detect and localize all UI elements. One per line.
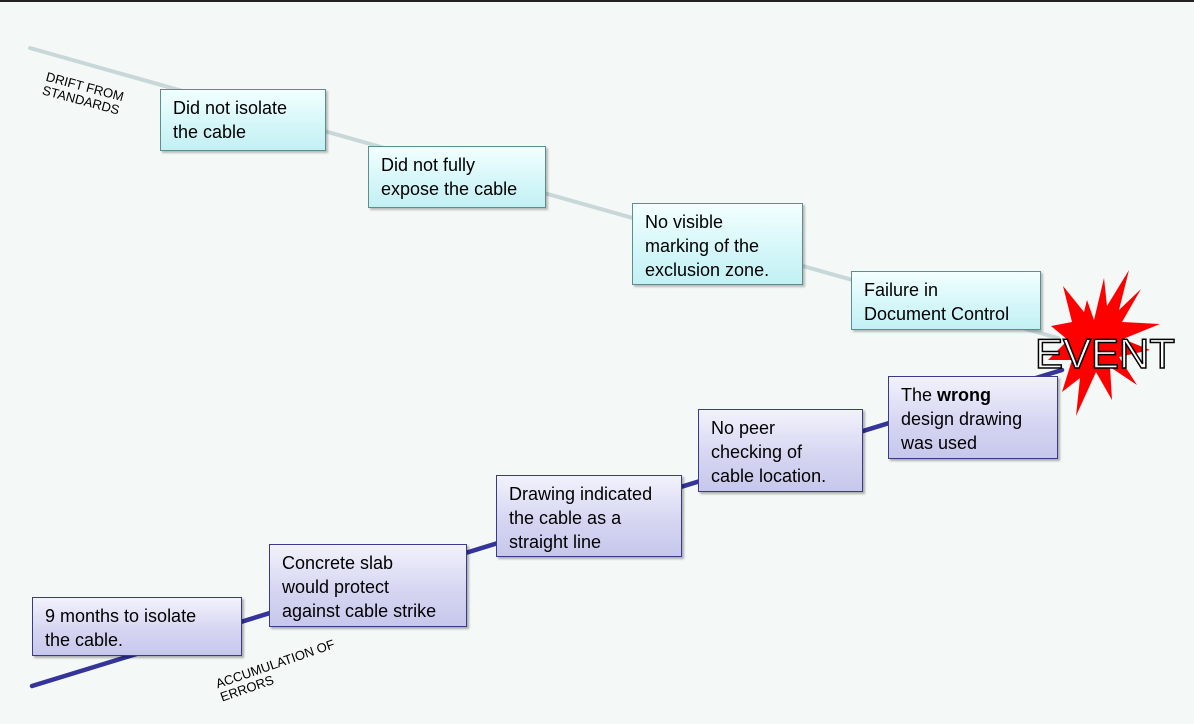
top-border xyxy=(0,0,1194,2)
acc-box-text: cable location. xyxy=(711,466,827,486)
acc-box-text: against cable strike xyxy=(282,601,437,621)
acc-box-nine-months: 9 months to isolate the cable. xyxy=(32,597,242,656)
drift-box-text: expose the cable xyxy=(381,179,518,199)
acc-box-text: straight line xyxy=(509,532,602,552)
acc-box-text-bold: wrong xyxy=(937,385,992,405)
acc-box-text: The wrong xyxy=(901,383,1047,407)
acc-box-text: would protect xyxy=(282,577,390,597)
drift-box-text: Document Control xyxy=(864,304,1010,324)
drift-box-no-marking: No visible marking of the exclusion zone… xyxy=(632,203,803,285)
drift-box-not-expose: Did not fully expose the cable xyxy=(368,146,546,208)
drift-box-document-control: Failure in Document Control xyxy=(851,271,1041,330)
drift-box-text: Failure in xyxy=(864,280,939,300)
acc-box-text: design drawing xyxy=(901,409,1023,429)
acc-box-no-peer-check: No peer checking of cable location. xyxy=(698,409,863,492)
acc-box-text: checking of xyxy=(711,442,803,462)
drift-box-text: the cable xyxy=(173,122,247,142)
acc-box-text: No peer xyxy=(711,418,776,438)
drift-box-text: Did not fully xyxy=(381,155,476,175)
acc-box-concrete-slab: Concrete slab would protect against cabl… xyxy=(269,544,467,627)
event-burst-icon xyxy=(1048,270,1160,416)
drift-box-text: No visible xyxy=(645,212,724,232)
event-label: EVENT xyxy=(1034,329,1176,378)
drift-box-text: exclusion zone. xyxy=(645,260,770,280)
acc-box-text: the cable as a xyxy=(509,508,622,528)
acc-box-text: the cable. xyxy=(45,630,124,650)
acc-box-straight-line: Drawing indicated the cable as a straigh… xyxy=(496,475,682,557)
drift-box-not-isolate: Did not isolate the cable xyxy=(160,89,326,151)
acc-box-wrong-drawing: The wrong design drawing was used xyxy=(888,376,1058,459)
acc-box-text: Drawing indicated xyxy=(509,484,653,504)
acc-box-text-plain: The xyxy=(901,385,938,405)
acc-box-text: Concrete slab xyxy=(282,553,394,573)
drift-box-text: Did not isolate xyxy=(173,98,288,118)
acc-box-text: was used xyxy=(901,433,978,453)
drift-box-text: marking of the xyxy=(645,236,760,256)
acc-box-text: 9 months to isolate xyxy=(45,606,197,626)
